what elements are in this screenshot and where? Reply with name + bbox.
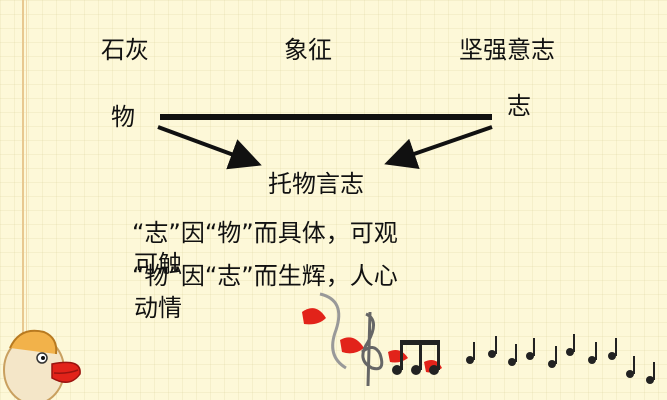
label-xiangzheng: 象征 [284,36,332,64]
music-notes-icon [302,292,655,387]
label-jianqiang-yizhi: 坚强意志 [459,36,555,64]
label-wu: 物 [111,103,135,131]
arrow-right [384,125,493,169]
statement-wu-yin-zhi: “物”因“志”而生辉，人心 [132,262,398,290]
arrow-left [157,125,262,170]
statement-zhi-yin-wu: “志”因“物”而具体，可观 [132,219,398,247]
label-shihui: 石灰 [101,36,149,64]
margin-line-inner [26,0,27,400]
statement-zhi-yin-wu-wrap: 可触 [134,250,182,278]
treble-clef-icon [361,311,384,387]
margin-line [22,0,24,400]
statement-wu-yin-zhi-wrap: 动情 [134,294,182,322]
duck-icon [3,329,81,400]
label-zhi: 志 [507,92,531,120]
label-tuowu-yanzhi: 托物言志 [268,170,364,198]
